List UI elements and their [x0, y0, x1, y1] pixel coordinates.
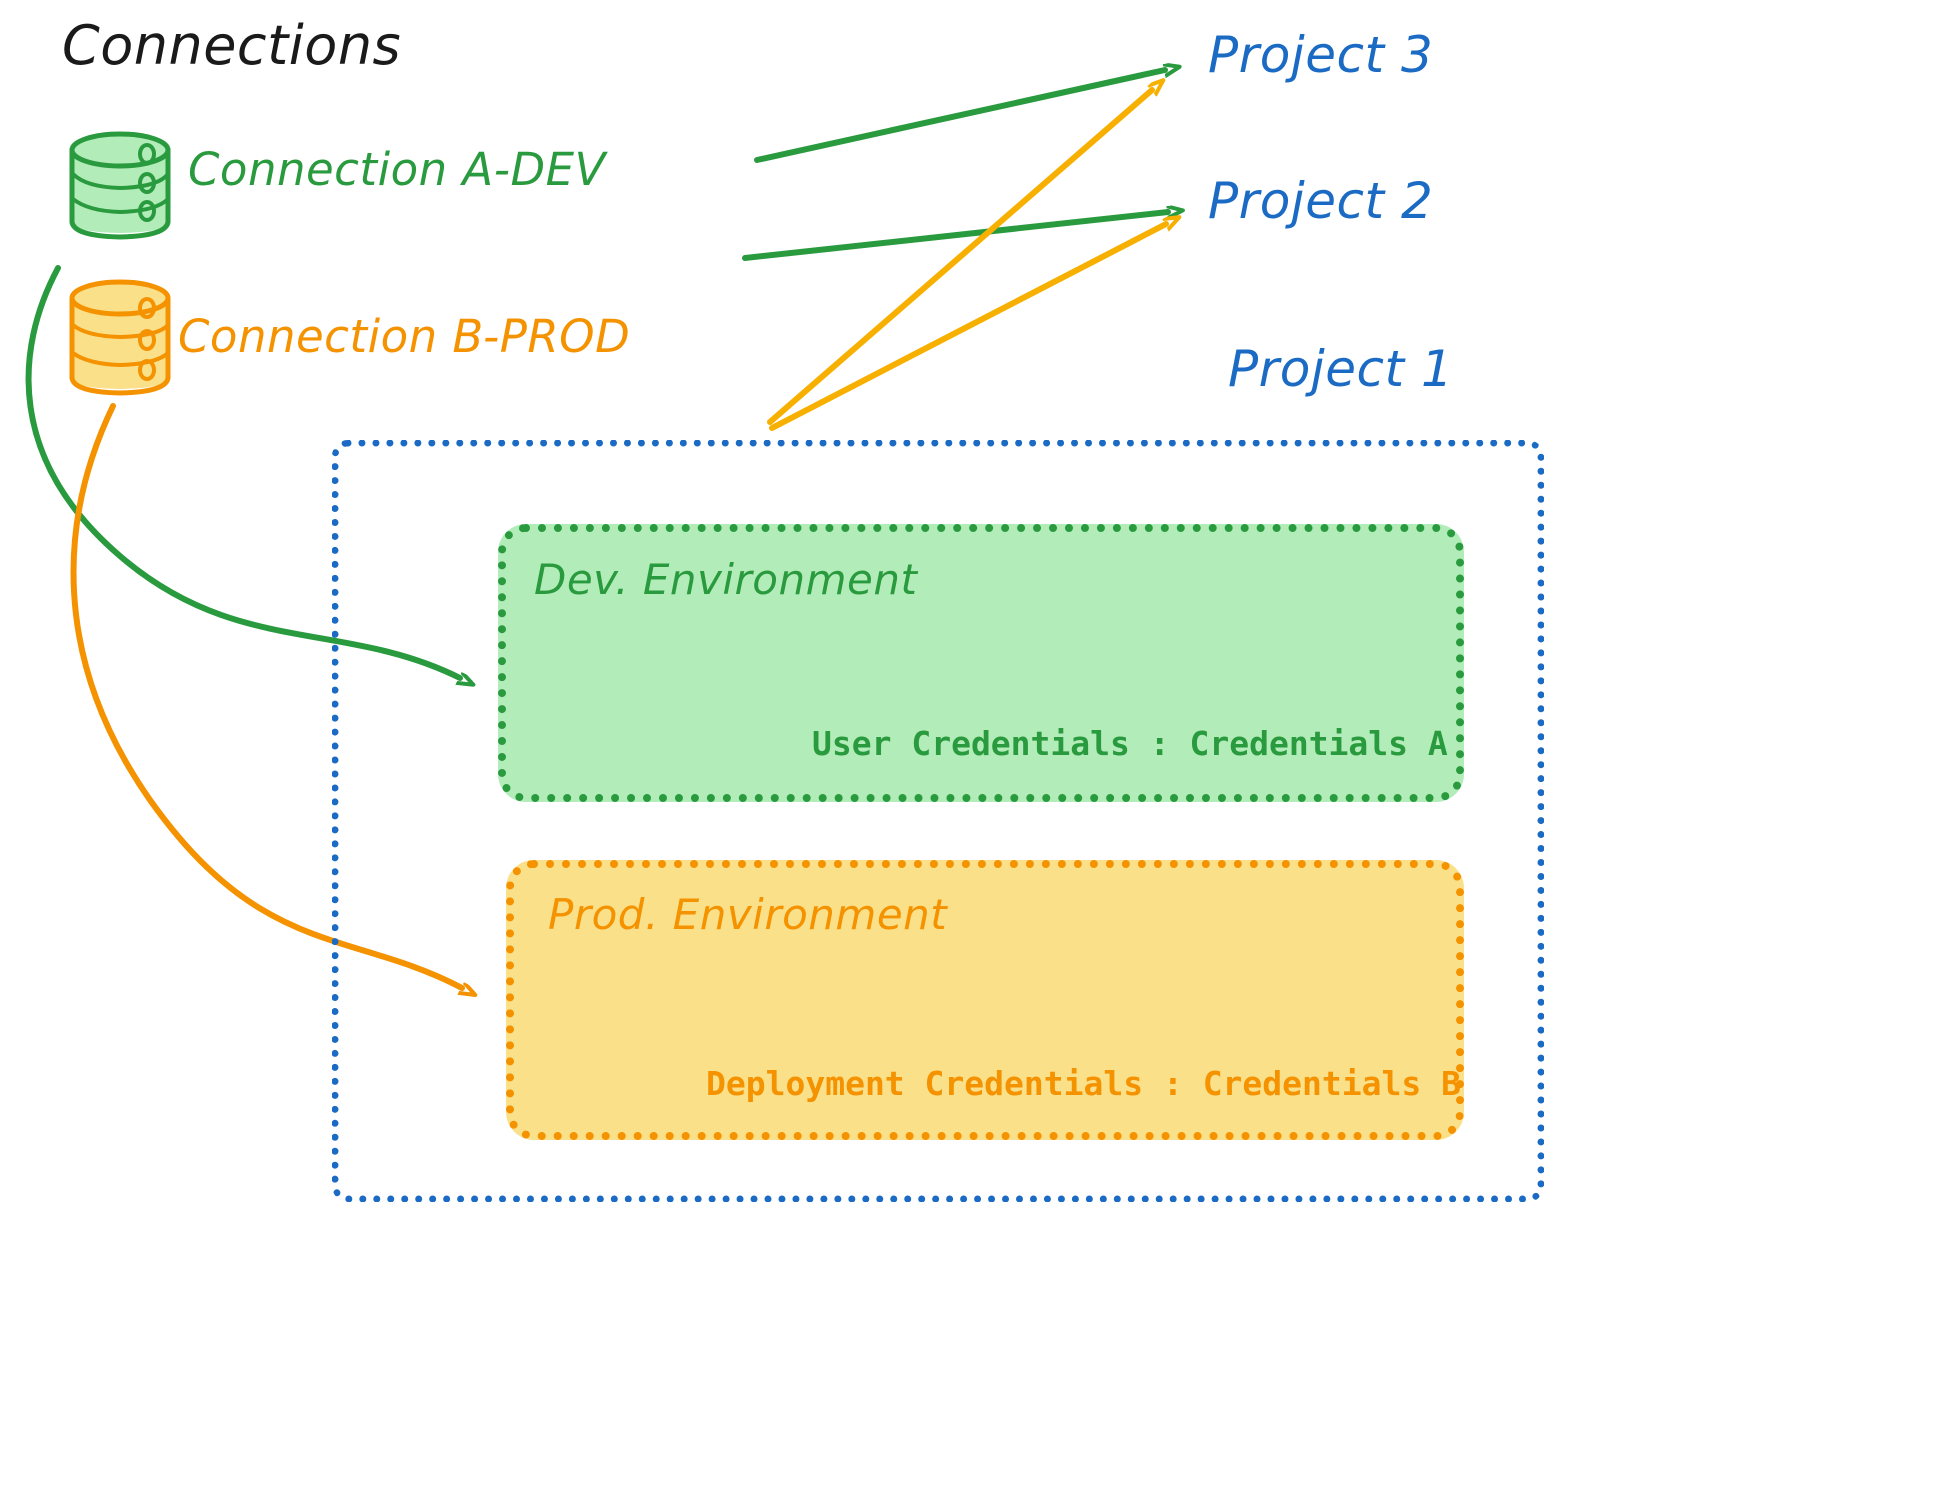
arrow-conn-b-to-project2 — [769, 224, 1166, 431]
arrow-conn-a-to-project2 — [742, 212, 1168, 261]
arrow-conn-b-to-project3 — [767, 90, 1152, 425]
dev-environment-box[interactable] — [498, 524, 1464, 802]
prod-environment-credentials: Deployment Credentials : Credentials B — [706, 1064, 1461, 1103]
project1-container — [332, 440, 1544, 1202]
database-cylinder-icon-a[interactable] — [69, 131, 171, 240]
prod-environment-box[interactable] — [506, 860, 1464, 1140]
project-2-label[interactable]: Project 2 — [1208, 172, 1434, 230]
connection-a-label[interactable]: Connection A-DEV — [188, 143, 606, 196]
project-1-label[interactable]: Project 1 — [1228, 340, 1454, 398]
dev-environment-title: Dev. Environment — [534, 555, 918, 604]
connection-b-label[interactable]: Connection B-PROD — [178, 310, 631, 363]
page-title: Connections — [62, 14, 402, 77]
database-cylinder-icon-b[interactable] — [69, 279, 171, 396]
arrow-conn-a-to-dev-env — [25, 265, 460, 678]
prod-environment-title: Prod. Environment — [548, 890, 948, 939]
arrow-conn-b-to-prod-env — [70, 403, 462, 988]
dev-environment-credentials: User Credentials : Credentials A — [812, 724, 1448, 763]
arrow-conn-a-to-project3 — [754, 70, 1165, 163]
project-3-label[interactable]: Project 3 — [1208, 26, 1434, 84]
